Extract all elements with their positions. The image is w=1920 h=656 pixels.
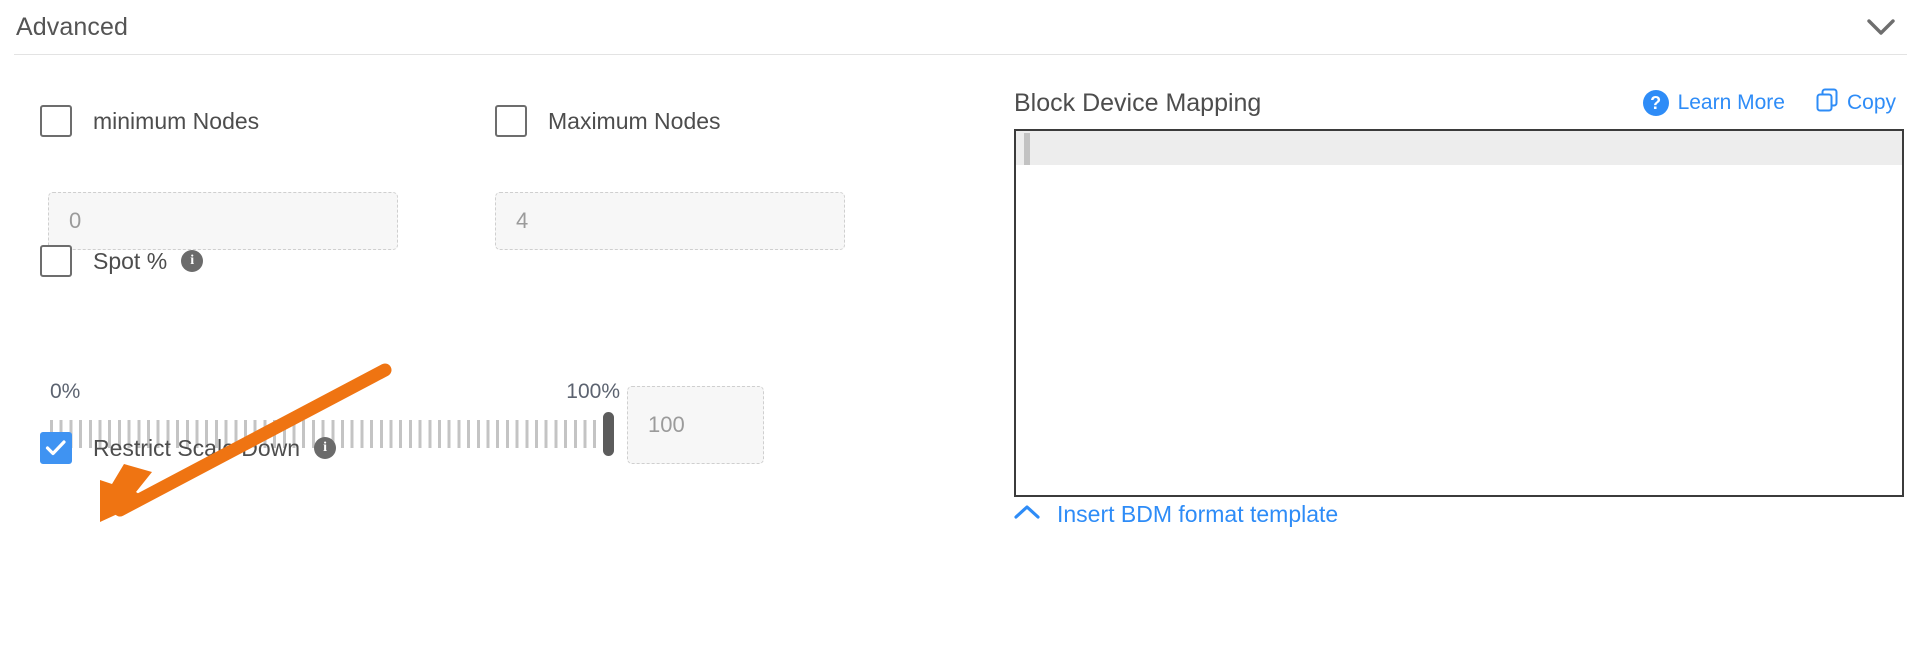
spot-percent-label: Spot % xyxy=(93,247,168,274)
chevron-down-icon[interactable] xyxy=(1860,7,1902,49)
learn-more-link[interactable]: ? Learn More xyxy=(1642,90,1785,116)
restrict-scale-down-label: Restrict Scale Down xyxy=(93,434,301,461)
copy-label: Copy xyxy=(1846,91,1896,114)
min-nodes-checkbox-row[interactable]: minimum Nodes xyxy=(40,105,259,137)
info-icon[interactable]: i xyxy=(181,250,204,272)
slider-max-label: 100% xyxy=(566,380,620,403)
help-circle-icon: ? xyxy=(1642,90,1669,116)
editor-active-line xyxy=(1016,131,1902,165)
insert-bdm-template-label: Insert BDM format template xyxy=(1057,501,1339,527)
advanced-left-panel: minimum Nodes 0 Maximum Nodes 4 Spot % i… xyxy=(0,55,990,656)
info-icon[interactable]: i xyxy=(314,437,337,459)
restrict-scale-down-checkbox-row[interactable]: Restrict Scale Down i xyxy=(40,432,337,464)
min-nodes-label: minimum Nodes xyxy=(93,107,260,134)
slider-scale-labels: 0% 100% xyxy=(50,380,620,406)
bdm-title: Block Device Mapping xyxy=(1014,88,1262,117)
header-divider xyxy=(14,54,1907,55)
bdm-header: Block Device Mapping ? Learn More Copy xyxy=(1014,88,1896,118)
chevron-up-icon xyxy=(1014,504,1040,525)
max-nodes-checkbox[interactable] xyxy=(495,105,527,137)
spot-percent-value-input[interactable]: 100 xyxy=(627,386,764,464)
copy-icon xyxy=(1816,88,1838,118)
bdm-code-editor[interactable] xyxy=(1014,129,1904,497)
advanced-section-header[interactable]: Advanced xyxy=(0,0,1920,55)
page-title: Advanced xyxy=(16,13,128,41)
learn-more-label: Learn More xyxy=(1677,91,1785,114)
copy-button[interactable]: Copy xyxy=(1816,88,1896,118)
max-nodes-label: Maximum Nodes xyxy=(548,107,721,134)
restrict-scale-down-checkbox[interactable] xyxy=(40,432,72,464)
slider-thumb[interactable] xyxy=(603,412,614,456)
max-nodes-input[interactable]: 4 xyxy=(495,192,845,250)
slider-min-label: 0% xyxy=(50,380,81,403)
block-device-mapping-panel: Block Device Mapping ? Learn More Copy xyxy=(990,55,1920,656)
spot-percent-checkbox[interactable] xyxy=(40,245,72,277)
editor-gutter-marker xyxy=(1024,133,1030,165)
insert-bdm-template-link[interactable]: Insert BDM format template xyxy=(1014,503,1338,526)
max-nodes-checkbox-row[interactable]: Maximum Nodes xyxy=(495,105,721,137)
min-nodes-checkbox[interactable] xyxy=(40,105,72,137)
min-nodes-input[interactable]: 0 xyxy=(48,192,398,250)
bdm-actions: ? Learn More Copy xyxy=(1642,88,1896,118)
spot-percent-checkbox-row[interactable]: Spot % i xyxy=(40,245,204,277)
